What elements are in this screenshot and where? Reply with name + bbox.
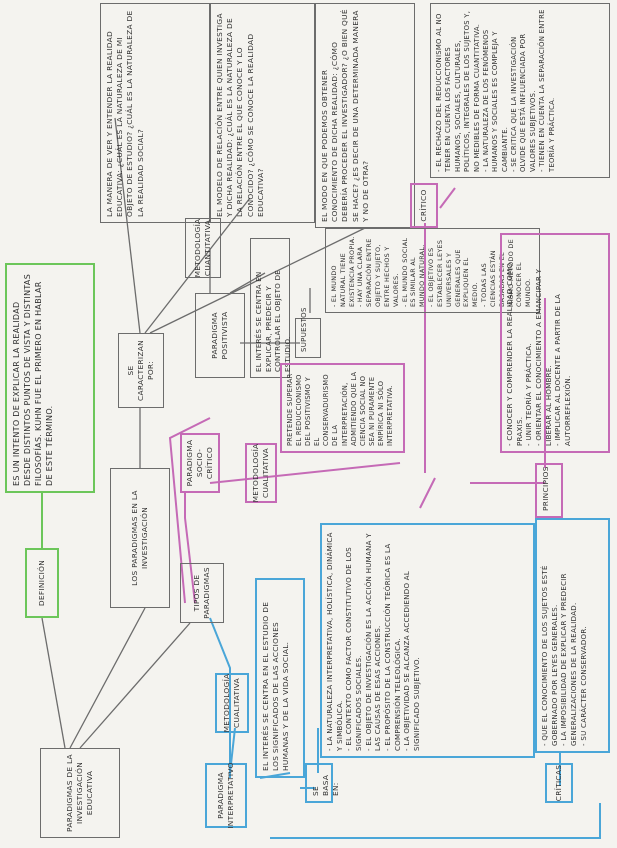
node-int-text-label: El interés se centra en el estudio de lo… <box>261 601 291 771</box>
node-root: Paradigmas de la investigación educativa <box>40 748 120 838</box>
line-root-paradigmas <box>69 607 146 749</box>
node-definicion-text: Es un intento de explicar la realidad de… <box>5 263 95 493</box>
node-criticas-text: - Que el conocimiento de los sujetos est… <box>535 518 610 753</box>
node-principios-text-label: - Conocer y comprender la realidad como … <box>506 262 572 446</box>
node-tipos-label: Tipos de paradigmas <box>191 567 211 619</box>
node-critico: Crítico <box>410 183 438 228</box>
node-critico-text-label: - El rechazo del reduccionismo al no ten… <box>435 9 556 172</box>
node-definicion: Definición <box>25 548 59 618</box>
node-sociocritico-label: Paradigma socio-crítico <box>184 439 215 487</box>
node-critico-label: Crítico <box>418 189 428 222</box>
node-criticas-text-label: - Que el conocimiento de los sujetos est… <box>541 565 588 746</box>
line-root-definicion <box>41 617 66 749</box>
node-paradigmas-inv: Los paradigmas en la investigación <box>110 468 170 608</box>
node-positivista-label: Paradigma positivista <box>209 311 229 360</box>
line-root-tipos <box>79 622 191 749</box>
node-se-basa-label: Se basa en: <box>311 774 341 796</box>
node-met-cual-sc: Metodología cualitativa <box>245 443 277 503</box>
line-tipos-positivista <box>168 417 211 604</box>
node-positivista: Paradigma positivista <box>195 293 245 378</box>
node-int-text: El interés se centra en el estudio de lo… <box>255 578 305 778</box>
node-principios-text: - Conocer y comprender la realidad como … <box>500 233 610 453</box>
node-caracterizan: Se caracterizan por: <box>118 333 164 408</box>
line-critico-text <box>439 187 456 209</box>
node-caract-2-label: El modelo de relación entre quien invest… <box>215 13 265 217</box>
node-paradigmas-inv-label: Los paradigmas en la investigación <box>129 490 149 586</box>
line-int-met <box>229 727 236 774</box>
node-supuestos-pos: Supuestos <box>295 307 321 358</box>
node-caract-1-label: La manera de ver y entender la realidad … <box>105 10 145 217</box>
node-caract-3-label: El modo en que podemos obtener conocimie… <box>320 9 370 222</box>
node-pos-text-label: El interés se centra en explicar, predec… <box>255 270 292 372</box>
node-definicion-label: Definición <box>36 559 46 607</box>
node-se-basa-text: - La naturaleza interpretativa, holístic… <box>320 523 535 758</box>
line-tipos-interpretativo <box>209 617 231 778</box>
node-sc-pretende <box>290 522 291 523</box>
node-interpretativo: Paradigma interpretativo <box>205 762 247 829</box>
node-se-basa: Se basa en: <box>305 763 340 803</box>
line-int-criticas <box>270 803 601 839</box>
node-pos-text-shown: El interés se centra en explicar, predec… <box>250 238 292 378</box>
line-sc-met <box>209 462 401 484</box>
node-caract-2: El modelo de relación entre quien invest… <box>210 3 315 223</box>
node-sc-text-label: Pretende superar el reduccionismo del po… <box>286 371 395 446</box>
line-sc-text <box>419 477 436 509</box>
line-caract-3 <box>149 227 366 334</box>
node-tipos: Tipos de paradigmas <box>180 563 224 623</box>
node-critico-text: - El rechazo del reduccionismo al no ten… <box>430 3 610 178</box>
node-caracterizan-label: Se caracterizan por: <box>125 340 156 401</box>
node-principios: Principios <box>535 463 563 518</box>
node-criticas-label: Críticas <box>553 764 563 802</box>
node-met-cuantitativa: Metodología cuantitativa <box>185 218 221 278</box>
node-sc-text-shown: Pretende superar el reduccionismo del po… <box>280 363 405 453</box>
node-met-cual-int-label: Metodología cualitativa <box>221 673 241 733</box>
node-root-label: Paradigmas de la investigación educativa <box>64 754 95 832</box>
line-caract-1 <box>114 117 141 334</box>
line-tipos-sociocritico <box>184 493 196 604</box>
node-sociocritico: Paradigma socio-crítico <box>180 433 220 493</box>
line-caract-2 <box>144 197 251 334</box>
node-supuestos-pos-label: Supuestos <box>300 307 308 352</box>
node-caract-1: La manera de ver y entender la realidad … <box>100 3 210 223</box>
line-pos-text <box>229 272 266 294</box>
node-interpretativo-label: Paradigma interpretativo <box>215 762 235 829</box>
line-int-text <box>259 772 291 779</box>
node-criticas: Críticas <box>545 763 573 803</box>
node-caract-3: El modo en que podemos obtener conocimie… <box>315 3 415 228</box>
node-se-basa-text-label: - La naturaleza interpretativa, holístic… <box>326 532 421 751</box>
node-met-cuantitativa-label: Metodología cuantitativa <box>192 218 212 278</box>
node-definicion-text-label: Es un intento de explicar la realidad de… <box>12 273 55 486</box>
node-principios-label: Principios <box>541 466 550 511</box>
node-met-cual-int: Metodología cualitativa <box>215 673 249 733</box>
node-met-cual-sc-label: Metodología cualitativa <box>250 443 270 503</box>
